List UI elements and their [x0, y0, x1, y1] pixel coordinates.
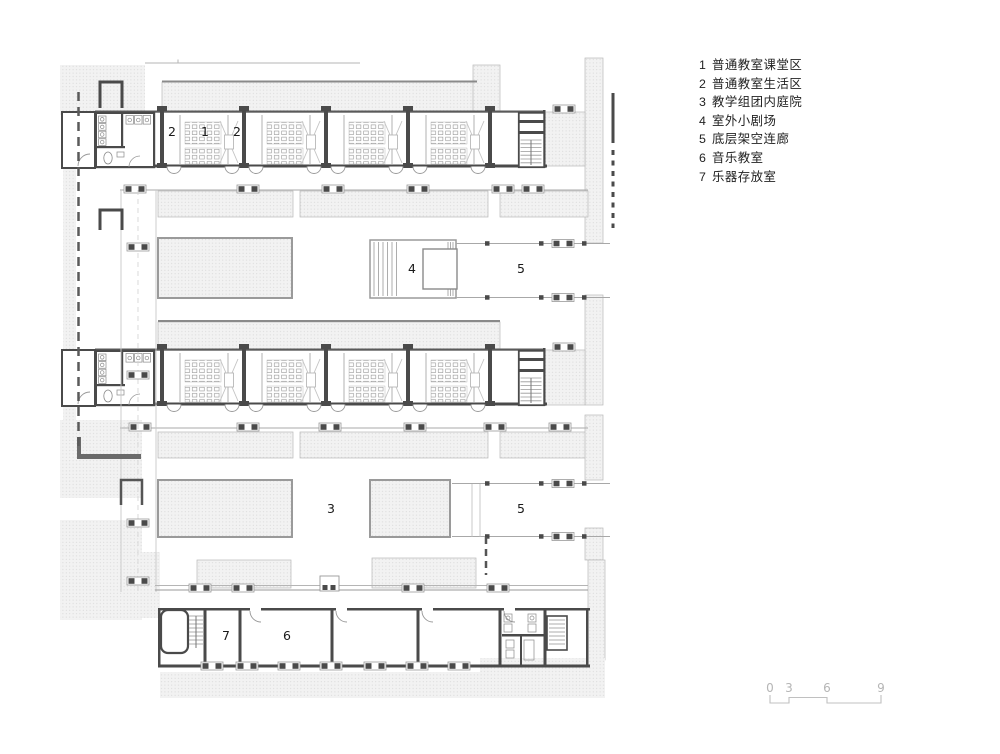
legend-item-3: 3 教学组团内庭院: [699, 93, 802, 112]
legend-item-label: 教学组团内庭院: [712, 95, 803, 110]
scale-tick-9: 9: [877, 681, 885, 695]
legend-item-7: 7 乐器存放室: [699, 168, 802, 187]
outdoor-theater: [369, 239, 458, 299]
legend-item-label: 乐器存放室: [712, 169, 777, 184]
scale-bar-line: [769, 695, 882, 704]
legend-item-label: 底层架空连廊: [712, 132, 790, 147]
round-room: [159, 608, 190, 655]
room-label-theater: 4: [408, 261, 416, 276]
stair-bottom-right: [546, 615, 568, 651]
site-boundaries: [77, 92, 615, 452]
u-wall-mid: [98, 208, 124, 230]
legend-item-num: 3: [699, 95, 706, 110]
room-label-courtyard: 3: [327, 501, 335, 516]
door-arcs: [249, 607, 516, 623]
legend-item-5: 5 底层架空连廊: [699, 130, 802, 149]
room-label-living-right: 2: [233, 124, 241, 139]
stair-lower: [517, 349, 546, 407]
toilet-block-upper: [94, 111, 156, 169]
legend-item-label: 普通教室生活区: [712, 76, 803, 91]
room-label-corridor-upper: 5: [517, 261, 525, 276]
upper-classroom-wing: [61, 104, 588, 194]
room-label-music: 6: [283, 628, 291, 643]
planted-beds: [157, 237, 451, 538]
scale-bar: 0 3 6 9: [766, 681, 885, 704]
room-label-teaching: 1: [201, 124, 209, 139]
room-label-corridor-lower: 5: [517, 501, 525, 516]
l-wall: [77, 454, 141, 459]
site-reference-lines: [145, 59, 500, 322]
east-boundary-solid: [611, 93, 615, 143]
elevated-corridor-upper: [456, 239, 610, 302]
toilet-block-bottom: [502, 613, 545, 666]
stair-bottom-left: [189, 615, 203, 648]
room-label-storage: 7: [222, 628, 230, 643]
room-label-living-left: 2: [168, 124, 176, 139]
legend-item-num: 4: [699, 113, 706, 128]
u-wall-low: [119, 478, 144, 505]
legend-item-label: 室外小剧场: [712, 113, 777, 128]
scale-tick-0: 0: [766, 681, 774, 695]
west-walkway: [77, 80, 157, 592]
scale-tick-3: 3: [785, 681, 793, 695]
legend-item-num: 5: [699, 132, 706, 147]
legend-item-label: 音乐教室: [712, 150, 764, 165]
legend-item-num: 6: [699, 150, 706, 165]
legend-item-num: 2: [699, 76, 706, 91]
stair-upper: [517, 111, 546, 169]
legend-item-6: 6 音乐教室: [699, 149, 802, 168]
theater-stage: [422, 248, 458, 290]
legend-item-4: 4 室外小剧场: [699, 112, 802, 131]
music-wing: [155, 575, 590, 671]
legend-item-2: 2 普通教室生活区: [699, 75, 802, 94]
legend: 1 普通教室课堂区 2 普通教室生活区 3 教学组团内庭院 4 室外小剧场 5 …: [699, 56, 802, 186]
legend-item-1: 1 普通教室课堂区: [699, 56, 802, 75]
legend-item-num: 7: [699, 169, 706, 184]
legend-item-num: 1: [699, 58, 706, 72]
u-wall-top: [98, 80, 124, 108]
legend-item-label: 普通教室课堂区: [712, 58, 803, 72]
elevated-corridor-lower: [452, 479, 610, 575]
lower-classroom-wing: [61, 342, 588, 432]
scale-tick-6: 6: [823, 681, 831, 695]
